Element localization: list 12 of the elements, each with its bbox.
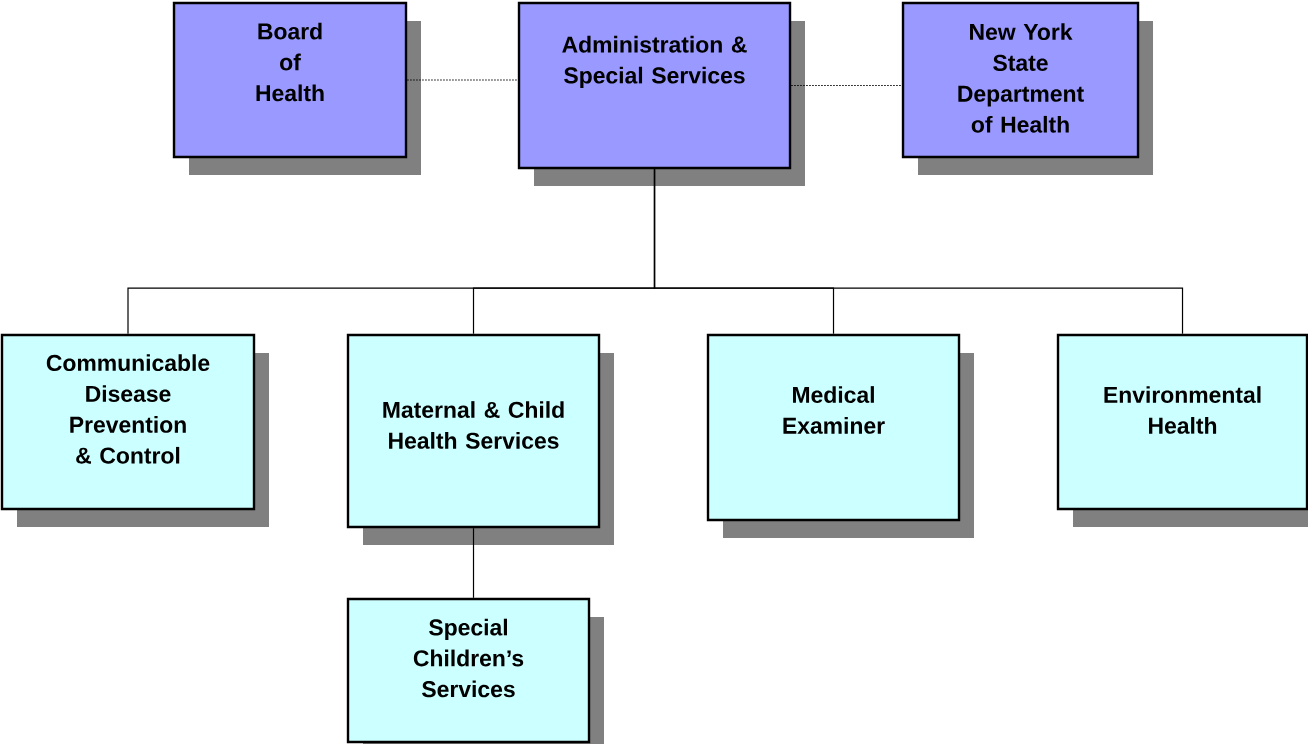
connector-line	[653, 168, 1184, 335]
org-box: Environmental Health	[1056, 333, 1308, 527]
connector-line	[472, 527, 475, 599]
org-box: New York State Department of Health	[901, 1, 1153, 175]
dotted-line	[406, 79, 519, 81]
org-box: Administration & Special Services	[517, 1, 805, 186]
org-box: Maternal & Child Health Services	[346, 333, 614, 545]
org-box: Communicable Disease Prevention & Control	[0, 333, 269, 527]
org-box: Board of Health	[172, 1, 421, 175]
dotted-line	[790, 84, 903, 87]
org-box: Medical Examiner	[706, 333, 974, 538]
org-box: Special Children’s Services	[346, 597, 604, 744]
